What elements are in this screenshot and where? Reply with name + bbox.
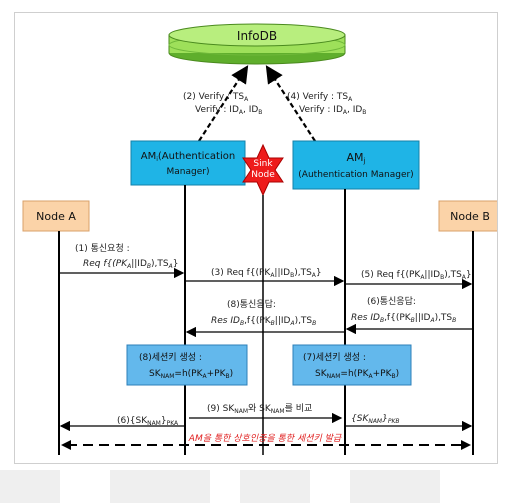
svg-text:Node A: Node A [36, 210, 76, 223]
svg-text:SKNAM=h(PKA+PKB): SKNAM=h(PKA+PKB) [149, 369, 233, 380]
step1-msg: Req f{(PKA||IDB),TSA} [83, 259, 178, 270]
step6b-msg: (6){SKNAM}PKA [117, 416, 179, 427]
session-key-box-7: (7)세션키 생성 : SKNAM=h(PKA+PKB) [292, 344, 412, 386]
verify-left-line1: (2) Verify : TSA [183, 92, 249, 103]
diagram-frame: InfoDB (2) Verify : TSA Verify : IDA, ID… [14, 12, 504, 464]
svg-text:(8)세션키 생성 :: (8)세션키 생성 : [139, 352, 202, 363]
step6-label: (6)통신응답: [367, 295, 416, 307]
step3-msg: (3) Req f{(PKA||IDB),TSA} [211, 268, 322, 279]
verify-left-line2: Verify : IDA, IDB [195, 105, 262, 116]
verify-right-line1: (4) Verify : TSA [287, 92, 353, 103]
infodb-label: InfoDB [237, 29, 277, 43]
verify-right-line2: Verify : IDA, IDB [299, 105, 366, 116]
step8-label: (8)통신응답: [227, 298, 276, 310]
svg-text:Node: Node [251, 170, 275, 180]
step8-msg: Res IDB,f{(PKB||IDA),TSB [211, 316, 316, 327]
node-a-box: Node A [22, 200, 90, 232]
svg-text:Node B: Node B [450, 210, 490, 223]
background-block-1 [0, 470, 60, 503]
step9-msg: (9) SKNAM와 SKNAM를 비교 [207, 402, 312, 415]
background-block-4 [350, 470, 440, 503]
footer-caption: AM을 통한 상호인증을 통한 세션키 발급 [188, 433, 342, 444]
step5-msg: (5) Req f{(PKA||IDB),TSA} [361, 270, 472, 281]
step1-label: (1) 통신요청 : [75, 243, 130, 254]
stepB-msg: {SKNAM}PKB [351, 414, 400, 425]
infodb-database: InfoDB [168, 23, 346, 65]
sink-node-star: Sink Node [242, 143, 284, 197]
lifelines [58, 185, 474, 455]
svg-text:AMi(Authentication: AMi(Authentication [141, 151, 235, 163]
verify-arrow-left [198, 65, 249, 142]
step6-msg: Res IDB,f{(PKB||IDA),TSB [351, 313, 456, 324]
am-j-box: AMj (Authentication Manager) [292, 140, 420, 190]
svg-text:(Authentication Manager): (Authentication Manager) [298, 170, 413, 180]
am-i-box: AMi(Authentication Manager) [130, 140, 246, 186]
background-block-3 [240, 470, 310, 503]
svg-text:(7)세션키 생성 :: (7)세션키 생성 : [303, 352, 366, 363]
svg-text:AMj: AMj [347, 151, 366, 165]
verify-arrow-right [265, 65, 316, 142]
session-key-box-8: (8)세션키 생성 : SKNAM=h(PKA+PKB) [126, 344, 248, 386]
svg-text:Sink: Sink [253, 159, 273, 169]
svg-text:SKNAM=h(PKA+PKB): SKNAM=h(PKA+PKB) [315, 369, 399, 380]
background-block-2 [110, 470, 210, 503]
auth-protocol-diagram: InfoDB (2) Verify : TSA Verify : IDA, ID… [22, 23, 504, 455]
svg-text:Manager): Manager) [167, 167, 210, 177]
node-b-box: Node B [438, 200, 504, 232]
